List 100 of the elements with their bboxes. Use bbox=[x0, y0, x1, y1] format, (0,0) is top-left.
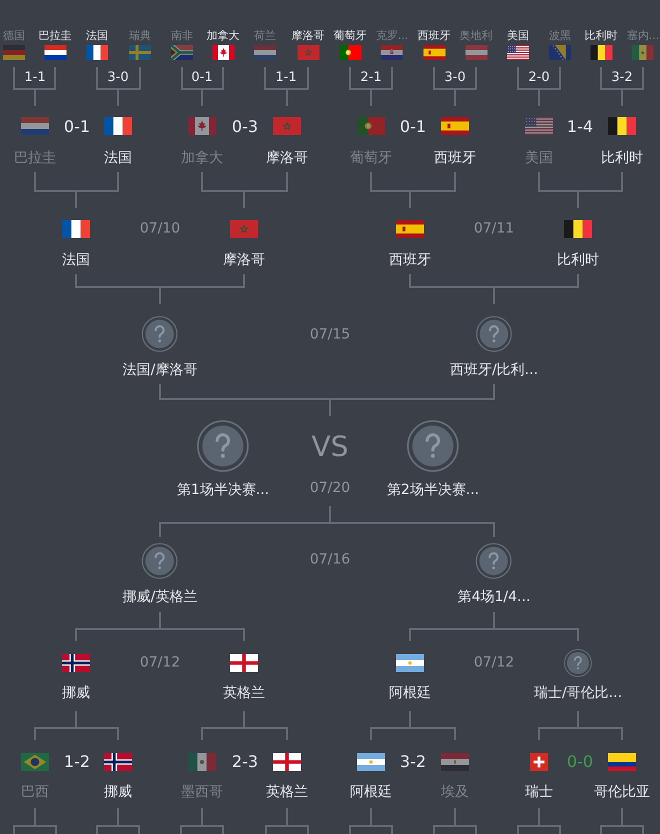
bracket-line bbox=[454, 67, 477, 106]
team-name: 瑞典 bbox=[129, 29, 151, 43]
bracket-line bbox=[75, 172, 119, 208]
team-name: 挪威 bbox=[104, 783, 132, 801]
team-name: 奥地利 bbox=[460, 29, 492, 43]
team-name: 英格兰 bbox=[266, 783, 308, 801]
team-name: 摩洛哥 bbox=[266, 149, 308, 167]
team-name: 克罗... bbox=[376, 29, 408, 43]
team-name: 比利时 bbox=[584, 29, 618, 43]
bracket-line bbox=[117, 67, 141, 106]
match-score: 3-0 bbox=[444, 70, 466, 86]
bracket-line bbox=[409, 172, 456, 208]
bracket-line bbox=[493, 274, 579, 304]
team-name: 阿根廷 bbox=[350, 783, 392, 801]
match-score: 3-2 bbox=[400, 752, 426, 772]
team-name: 哥伦比亚 bbox=[594, 783, 650, 801]
bracket-line bbox=[370, 67, 393, 106]
team-name: 巴拉圭 bbox=[14, 149, 56, 167]
match-date: 07/15 bbox=[310, 326, 350, 344]
team-name: 法国/摩洛哥 bbox=[122, 361, 198, 379]
team-name: 加拿大 bbox=[181, 149, 223, 167]
bracket-line bbox=[577, 711, 623, 740]
team-name: 葡萄牙 bbox=[334, 29, 366, 43]
team-name: 西班牙 bbox=[434, 149, 476, 167]
bracket-line bbox=[34, 67, 56, 106]
bracket-line bbox=[34, 808, 57, 834]
team-name: 第2场半决赛... bbox=[386, 481, 480, 499]
team-name: 巴拉圭 bbox=[38, 29, 72, 43]
team-name: 阿根廷 bbox=[389, 684, 431, 702]
team-name: 西班牙 bbox=[389, 251, 431, 269]
bracket-line bbox=[329, 384, 495, 416]
match-score: 0-1 bbox=[64, 117, 90, 137]
team-name: 埃及 bbox=[441, 783, 469, 801]
match-date: 07/12 bbox=[474, 654, 514, 672]
team-name: 第4场1/4... bbox=[458, 588, 530, 606]
match-date: 07/11 bbox=[474, 220, 514, 238]
bracket-line bbox=[75, 711, 119, 740]
team-name: 波黑 bbox=[549, 29, 571, 43]
match-score: 0-3 bbox=[232, 117, 258, 137]
bracket-line bbox=[159, 612, 245, 641]
team-name: 法国 bbox=[104, 149, 132, 167]
match-score: 1-1 bbox=[24, 70, 46, 86]
bracket-line bbox=[243, 172, 288, 208]
match-score: 0-0 bbox=[566, 752, 594, 772]
team-name: 第1场半决赛... bbox=[176, 481, 270, 499]
bracket-line bbox=[370, 808, 393, 834]
match-score: 2-0 bbox=[528, 70, 550, 86]
versus-label: VS bbox=[312, 431, 348, 463]
match-score: 3-0 bbox=[107, 70, 129, 86]
team-name: 挪威 bbox=[62, 684, 90, 702]
match-score: 3-2 bbox=[611, 70, 633, 86]
match-score: 1-2 bbox=[64, 752, 90, 772]
team-name: 墨西哥 bbox=[181, 783, 223, 801]
match-date: 07/12 bbox=[140, 654, 180, 672]
bracket-line bbox=[117, 808, 140, 834]
match-score: 0-1 bbox=[400, 117, 426, 137]
bracket-line bbox=[286, 67, 309, 106]
team-name: 塞内... bbox=[626, 29, 660, 43]
bracket-line bbox=[201, 808, 224, 834]
team-name: 英格兰 bbox=[223, 684, 265, 702]
bracket-line bbox=[159, 274, 245, 304]
bracket-line bbox=[538, 67, 561, 106]
team-name: 美国 bbox=[507, 29, 529, 43]
team-name: 荷兰 bbox=[254, 29, 276, 43]
team-name: 西班牙 bbox=[418, 29, 450, 43]
team-name: 挪威/英格兰 bbox=[122, 588, 198, 606]
bracket-line bbox=[454, 808, 477, 834]
team-name: 德国 bbox=[3, 29, 25, 43]
team-name: 瑞士/哥伦比... bbox=[534, 684, 622, 702]
team-name: 葡萄牙 bbox=[350, 149, 392, 167]
bracket-line bbox=[243, 711, 288, 740]
bracket-line bbox=[538, 808, 561, 834]
bracket-line bbox=[577, 172, 623, 208]
match-date: 07/20 bbox=[310, 479, 350, 497]
match-score: 1-4 bbox=[566, 117, 594, 137]
team-name: 加拿大 bbox=[206, 29, 240, 43]
bracket-line bbox=[329, 506, 495, 537]
match-date: 07/16 bbox=[310, 551, 350, 569]
bracket-line bbox=[621, 67, 644, 106]
bracket-line bbox=[409, 711, 456, 740]
team-name: 南非 bbox=[171, 29, 193, 43]
team-name: 巴西 bbox=[21, 783, 49, 801]
team-name: 摩洛哥 bbox=[292, 29, 324, 43]
team-name: 美国 bbox=[525, 149, 553, 167]
bracket-line bbox=[493, 612, 579, 641]
match-score: 2-3 bbox=[232, 752, 258, 772]
team-name: 法国 bbox=[86, 29, 108, 43]
bracket-line bbox=[286, 808, 309, 834]
team-name: 比利时 bbox=[601, 149, 643, 167]
match-score: 2-1 bbox=[360, 70, 382, 86]
match-date: 07/10 bbox=[140, 220, 180, 238]
team-name: 西班牙/比利... bbox=[450, 361, 538, 379]
match-score: 0-1 bbox=[191, 70, 213, 86]
team-name: 比利时 bbox=[557, 251, 599, 269]
bracket-line bbox=[201, 67, 224, 106]
team-name: 摩洛哥 bbox=[223, 251, 265, 269]
match-score: 1-1 bbox=[275, 70, 297, 86]
bracket-line bbox=[621, 808, 644, 834]
team-name: 法国 bbox=[62, 251, 90, 269]
team-name: 瑞士 bbox=[525, 783, 553, 801]
